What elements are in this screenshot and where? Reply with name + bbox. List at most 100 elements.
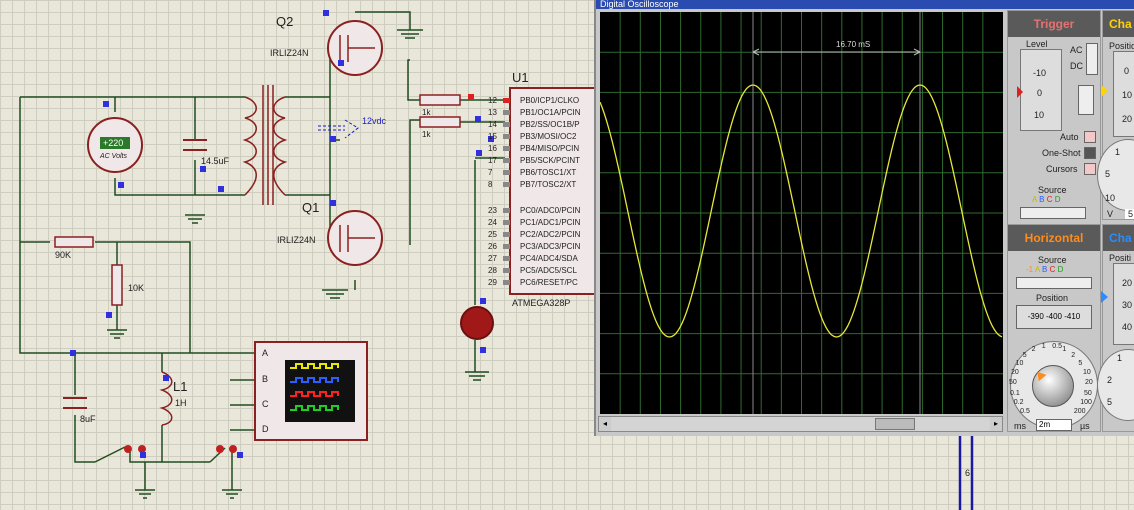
mcu-pin-number: 12 <box>488 96 497 105</box>
ac-dc-switch[interactable] <box>1086 43 1098 75</box>
timebase-scale-label: 50 <box>1009 379 1017 387</box>
timebase-scale-label: 0.5 <box>1020 407 1030 415</box>
mcu-pin-name: PC6/RESET/PC <box>520 278 578 287</box>
channel-a-marker-icon <box>1101 85 1108 97</box>
scope-channel-c: C <box>262 399 269 409</box>
horizontal-source-slider[interactable] <box>1016 277 1092 289</box>
cha-value[interactable]: 5 <box>1125 209 1134 219</box>
scope-channel-a: A <box>262 348 269 358</box>
mcu-pin-number: 16 <box>488 144 497 153</box>
timebase-scale-label: 20 <box>1084 379 1093 387</box>
timebase-unit-right: µs <box>1080 421 1090 431</box>
mcu-body <box>509 87 601 295</box>
mcu-pin-stub[interactable] <box>503 98 510 103</box>
cursors-button[interactable] <box>1084 163 1096 175</box>
q2-part: IRLIZ24N <box>270 48 309 58</box>
mcu-pin-stub[interactable] <box>503 182 510 187</box>
scope-channel-b: B <box>262 374 269 384</box>
timebase-scale-label: 5 <box>1022 351 1027 359</box>
mcu-pin-name: PC2/ADC2/PCIN <box>520 230 581 239</box>
mcu-pin-stub[interactable] <box>503 110 510 115</box>
chb-dial-5: 5 <box>1107 397 1113 407</box>
horizontal-source-label: Source <box>1038 255 1067 265</box>
transformer-secondary <box>273 96 288 196</box>
mcu-pin-name: PB6/TOSC1/XT <box>520 168 577 177</box>
channel-a-position-label: Positio <box>1109 41 1134 51</box>
level-label: Level <box>1026 39 1048 49</box>
inductor-l1 <box>159 371 173 426</box>
scroll-left-arrow[interactable]: ◂ <box>599 417 611 431</box>
led-symbol <box>460 306 494 340</box>
scroll-right-arrow[interactable]: ▸ <box>990 417 1002 431</box>
oneshot-button[interactable] <box>1084 147 1096 159</box>
oscilloscope-window[interactable]: Digital Oscilloscope 16.70 mS ◂ ▸ Trigge… <box>594 0 1134 436</box>
position-readout[interactable]: -390 -400 -410 <box>1016 305 1092 329</box>
trigger-title: Trigger <box>1008 11 1100 37</box>
mcu-pin-name: PB4/MISO/PCIN <box>520 144 580 153</box>
level-marker-icon <box>1017 86 1023 98</box>
chb-dial-1: 1 <box>1117 353 1123 363</box>
mcu-pin-stub[interactable] <box>503 268 510 273</box>
level-slider[interactable]: -10 0 10 <box>1017 49 1062 131</box>
channel-b-marker-icon <box>1101 291 1108 303</box>
l1-value: 1H <box>175 398 187 408</box>
mcu-pin-stub[interactable] <box>503 280 510 285</box>
mcu-pin-stub[interactable] <box>503 158 510 163</box>
bus-label: 6 <box>965 468 971 478</box>
mcu-pin-stub[interactable] <box>503 208 510 213</box>
mcu-pin-name: PC0/ADC0/PCIN <box>520 206 581 215</box>
trigger-panel: Trigger Level -10 0 10 AC DC Auto One-Sh… <box>1007 10 1101 248</box>
trigger-source-slider[interactable] <box>1020 207 1086 219</box>
u1-part: ATMEGA328P <box>512 298 571 308</box>
channel-a-position-slider[interactable]: 0 10 20 <box>1113 51 1134 137</box>
mcu-pin-number: 25 <box>488 230 497 239</box>
c8-label: 8uF <box>80 414 96 424</box>
mcu-pin-stub[interactable] <box>503 146 510 151</box>
timebase-scale-label: 10 <box>1083 368 1091 376</box>
channel-b-position-label: Positi <box>1109 253 1132 263</box>
trigger-source-letters: A B C D <box>1032 195 1061 204</box>
mcu-pin-stub[interactable] <box>503 220 510 225</box>
cha-tick-2: 20 <box>1122 114 1133 124</box>
horizontal-title: Horizontal <box>1008 225 1100 251</box>
transformer-primary <box>242 96 257 196</box>
mcu-pin-stub[interactable] <box>503 244 510 249</box>
cha-tick-0: 0 <box>1124 66 1130 76</box>
mcu-pin-stub[interactable] <box>503 256 510 261</box>
timebase-value[interactable]: 2m <box>1036 419 1072 431</box>
edge-switch[interactable] <box>1078 85 1094 115</box>
src-c: C <box>1046 195 1053 204</box>
mcu-pin-stub[interactable] <box>503 232 510 237</box>
mcu-pin-stub[interactable] <box>503 170 510 175</box>
scope-channel-d: D <box>262 424 269 434</box>
hsrc-c: C <box>1049 265 1056 274</box>
channel-b-panel: Cha Positi 20 30 40 1 2 5 <box>1097 224 1134 432</box>
timebase-knob[interactable] <box>1032 365 1074 407</box>
trigger-source-label: Source <box>1038 185 1067 195</box>
scroll-thumb[interactable] <box>875 418 915 430</box>
mcu-pin-stub[interactable] <box>503 122 510 127</box>
r-90k-label: 90K <box>55 250 72 260</box>
supply-label: 12vdc <box>362 116 387 126</box>
cha-dial-1: 1 <box>1115 147 1121 157</box>
timebase-scale-label: 0.1 <box>1010 389 1020 397</box>
horizontal-scrollbar[interactable]: ◂ ▸ <box>598 416 1003 432</box>
auto-label: Auto <box>1060 132 1079 142</box>
mcu-pin-name: PB3/MOSI/OC2 <box>520 132 577 141</box>
mcu-pin-number: 7 <box>488 168 493 177</box>
channel-b-dial[interactable] <box>1097 349 1134 421</box>
u1-label: U1 <box>512 70 529 85</box>
q2-label: Q2 <box>276 14 294 29</box>
mcu-pin-stub[interactable] <box>503 134 510 139</box>
mcu-pin-name: PC3/ADC3/PCIN <box>520 242 581 251</box>
auto-button[interactable] <box>1084 131 1096 143</box>
ac-label: AC <box>1070 45 1083 55</box>
mcu-pin-name: PC4/ADC4/SDA <box>520 254 578 263</box>
timebase-scale-label: 100 <box>1080 399 1092 407</box>
channel-b-position-slider[interactable]: 20 30 40 <box>1113 263 1134 345</box>
channel-a-title: Cha <box>1103 11 1134 37</box>
level-tick-top: -10 <box>1033 68 1047 78</box>
resistor-r2 <box>419 116 461 128</box>
dc-label: DC <box>1070 61 1083 71</box>
hsrc-b: B <box>1042 265 1048 274</box>
